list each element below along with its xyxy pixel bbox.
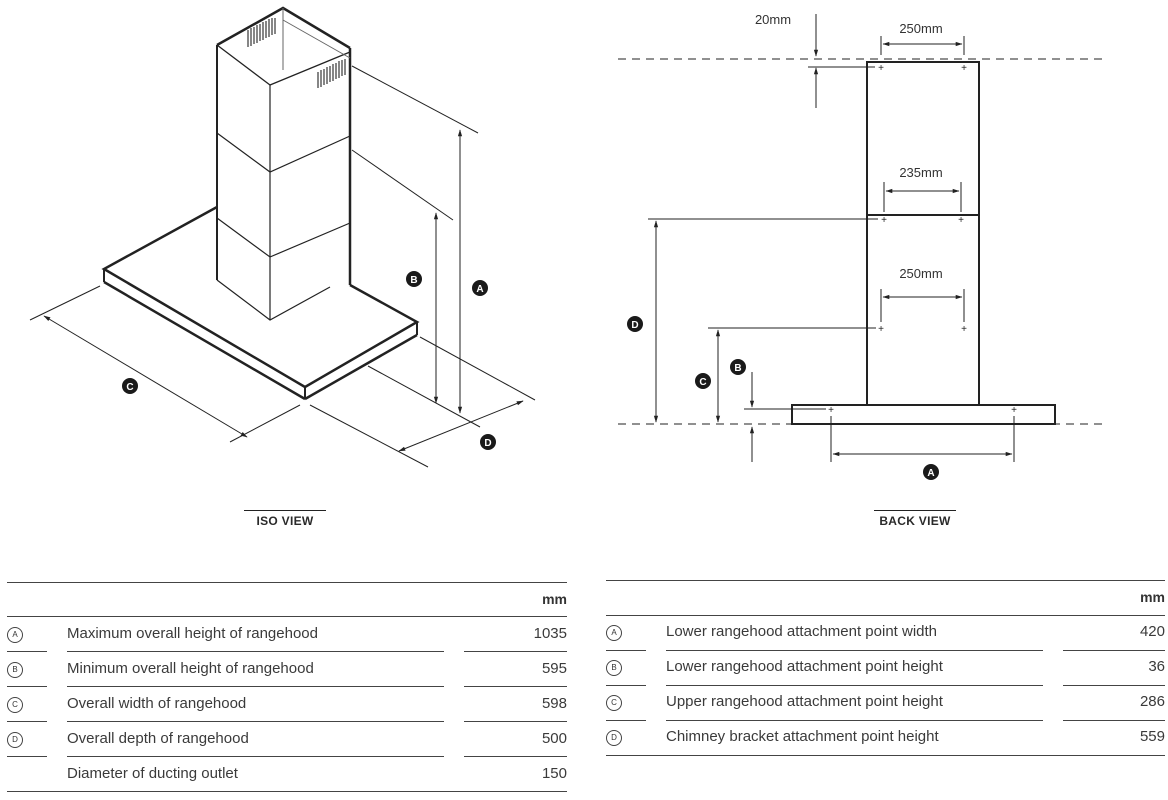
badge-d: D (606, 730, 622, 746)
badge-c: C (7, 697, 23, 713)
dim-top-250mm: 250mm (899, 21, 942, 36)
table-row: C Overall width of rangehood 598 (7, 687, 567, 722)
marker-b: B (730, 359, 746, 375)
vent-grille-icon (247, 18, 276, 47)
table-top-rule (7, 582, 567, 583)
svg-text:+: + (881, 215, 887, 226)
table-row: Diameter of ducting outlet 150 (7, 757, 567, 792)
row-value: 500 (541, 730, 567, 747)
iso-view-caption-text: ISO VIEW (256, 514, 314, 528)
row-value: 36 (1148, 658, 1165, 675)
marker-a: A (472, 280, 488, 296)
row-value: 1035 (533, 625, 567, 642)
svg-text:+: + (961, 324, 967, 335)
canopy-rect (791, 404, 1056, 425)
table-top-rule (606, 580, 1165, 581)
unit-header: mm (542, 591, 567, 607)
table-row: B Lower rangehood attachment point heigh… (606, 651, 1165, 686)
row-label: Lower rangehood attachment point width (666, 623, 938, 640)
row-label: Overall depth of rangehood (67, 730, 249, 747)
table-row: C Upper rangehood attachment point heigh… (606, 686, 1165, 721)
svg-text:A: A (927, 468, 934, 479)
row-value: 595 (541, 660, 567, 677)
svg-text:C: C (699, 377, 706, 388)
badge-c: C (606, 695, 622, 711)
row-label: Maximum overall height of rangehood (67, 625, 318, 642)
vent-grille-icon (317, 59, 346, 88)
row-value: 598 (541, 695, 567, 712)
marker-c: C (695, 373, 711, 389)
chimney (216, 6, 352, 321)
marker-a: A (923, 464, 939, 480)
technical-drawings: A B C D + + + + + + + + (29, 6, 1105, 480)
row-label: Chimney bracket attachment point height (666, 728, 939, 745)
dim-20mm: 20mm (755, 12, 791, 27)
back-dimension-lines (648, 14, 1015, 462)
unit-header: mm (1140, 589, 1165, 605)
caption-rule (874, 510, 956, 511)
row-label: Upper rangehood attachment point height (666, 693, 943, 710)
svg-text:B: B (410, 275, 417, 286)
table-row: B Minimum overall height of rangehood 59… (7, 652, 567, 687)
badge-a: A (606, 625, 622, 641)
row-label: Minimum overall height of rangehood (67, 660, 314, 677)
marker-d: D (480, 434, 496, 450)
svg-text:+: + (1011, 405, 1017, 416)
marker-b: B (406, 271, 422, 287)
back-view-caption: BACK VIEW (860, 510, 970, 528)
row-value: 559 (1139, 728, 1165, 745)
caption-rule (244, 510, 326, 511)
row-value: 420 (1139, 623, 1165, 640)
badge-b: B (606, 660, 622, 676)
badge-d: D (7, 732, 23, 748)
dimensions-table-left: mm A Maximum overall height of rangehood… (7, 582, 567, 796)
row-label: Lower rangehood attachment point height (666, 658, 943, 675)
badge-b: B (7, 662, 23, 678)
header-rule (7, 616, 567, 617)
marker-d: D (627, 316, 643, 332)
iso-dimension-lines (29, 65, 536, 468)
svg-text:B: B (734, 363, 741, 374)
table-row: D Overall depth of rangehood 500 (7, 722, 567, 757)
table-row: A Lower rangehood attachment point width… (606, 616, 1165, 651)
svg-text:+: + (878, 324, 884, 335)
svg-text:C: C (126, 382, 133, 393)
svg-text:D: D (631, 320, 638, 331)
svg-text:+: + (961, 63, 967, 74)
svg-text:D: D (484, 438, 491, 449)
header-rule (606, 615, 1165, 616)
badge-a: A (7, 627, 23, 643)
row-value: 150 (541, 765, 567, 782)
svg-text:A: A (476, 284, 483, 295)
row-label: Diameter of ducting outlet (67, 765, 238, 782)
svg-text:+: + (828, 405, 834, 416)
table-row: D Chimney bracket attachment point heigh… (606, 721, 1165, 756)
row-value: 286 (1139, 693, 1165, 710)
back-view-drawing: + + + + + + + + (618, 12, 1105, 480)
dimensions-table-right: mm A Lower rangehood attachment point wi… (606, 580, 1165, 760)
lower-chimney (866, 214, 980, 406)
canopy (101, 205, 420, 401)
iso-view-drawing: A B C D (29, 6, 536, 468)
attachment-points: + + + + + + + + (828, 63, 1017, 416)
iso-view-caption: ISO VIEW (230, 510, 340, 528)
back-view-caption-text: BACK VIEW (879, 514, 951, 528)
svg-text:+: + (958, 215, 964, 226)
table-row: A Maximum overall height of rangehood 10… (7, 617, 567, 652)
dim-lower-250mm: 250mm (899, 266, 942, 281)
dim-235mm: 235mm (899, 165, 942, 180)
svg-text:+: + (878, 63, 884, 74)
marker-c: C (122, 378, 138, 394)
row-label: Overall width of rangehood (67, 695, 247, 712)
back-dimension-labels: 20mm 250mm 235mm 250mm (755, 12, 943, 281)
